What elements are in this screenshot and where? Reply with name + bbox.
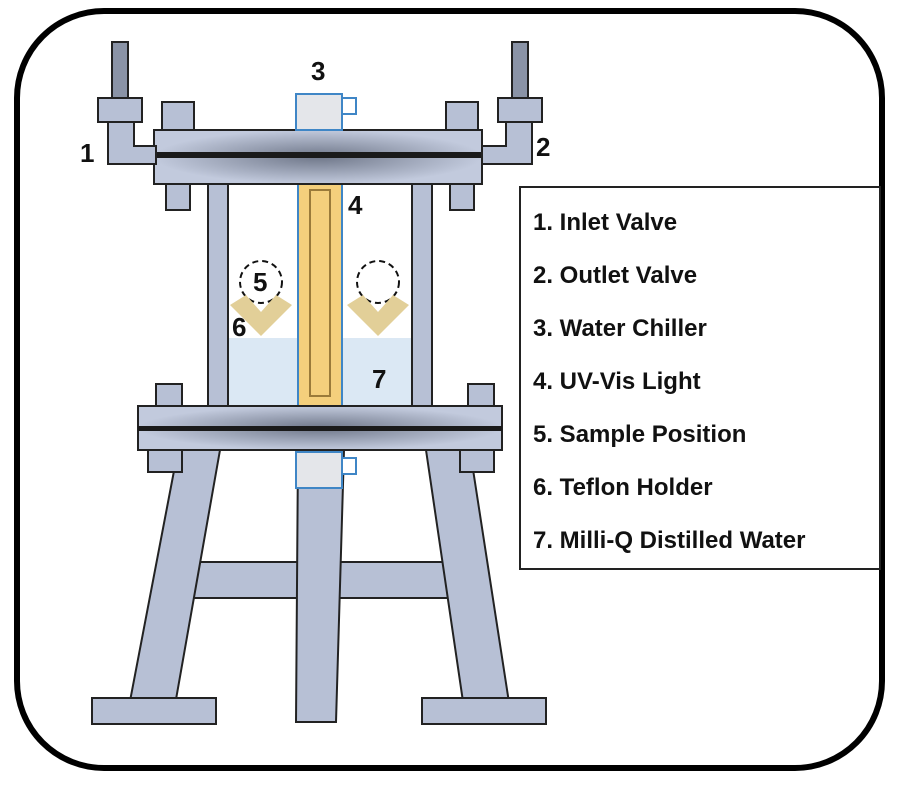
nut [467,383,495,407]
callout-teflon-holder: 6 [232,312,246,342]
nut [161,101,195,131]
inlet-valve [97,41,157,165]
teflon-holder-left [230,295,292,336]
nut [459,449,495,473]
legend-item-uv-vis-light: 4. UV-Vis Light [533,368,701,395]
callout-water-chiller: 3 [311,56,325,86]
chiller-port-lower [341,457,357,475]
chiller-block-lower [295,451,343,489]
callout-outlet-valve: 2 [536,132,550,162]
legend-item-sample-position: 5. Sample Position [533,421,747,448]
stand-leg-center [294,449,346,723]
sample-position-right [356,260,400,304]
legend-item-teflon-holder: 6. Teflon Holder [533,474,713,501]
legend-item-outlet-valve: 2. Outlet Valve [533,262,698,289]
upper-flange [153,101,483,211]
nut [165,183,191,211]
chiller-block-upper [295,93,343,131]
uv-vis-lamp [297,183,343,407]
sample-position-left [239,260,283,304]
callout-distilled-water: 7 [372,364,386,394]
stand [91,449,547,725]
callout-sample-position: 5 [253,267,267,297]
nut [445,101,479,131]
nut [147,449,183,473]
legend-item-inlet-valve: 1. Inlet Valve [533,209,678,236]
lamp-filament [309,189,331,397]
foot-left [91,697,217,725]
legend-box: 1. Inlet Valve 2. Outlet Valve 3. Water … [519,186,881,570]
foot-right [421,697,547,725]
nut [155,383,183,407]
outlet-valve [481,41,543,165]
vessel-wall-right [411,183,433,407]
callout-inlet-valve: 1 [80,138,94,168]
vessel-wall-left [207,183,229,407]
chiller-port-upper [341,97,357,115]
lamp-tube [297,183,343,407]
nut [449,183,475,211]
legend-item-water-chiller: 3. Water Chiller [533,315,707,342]
legend-item-distilled-water: 7. Milli-Q Distilled Water [533,527,806,554]
teflon-holder-right [347,295,409,336]
callout-uv-vis-light: 4 [348,190,363,220]
lower-flange [137,383,503,473]
